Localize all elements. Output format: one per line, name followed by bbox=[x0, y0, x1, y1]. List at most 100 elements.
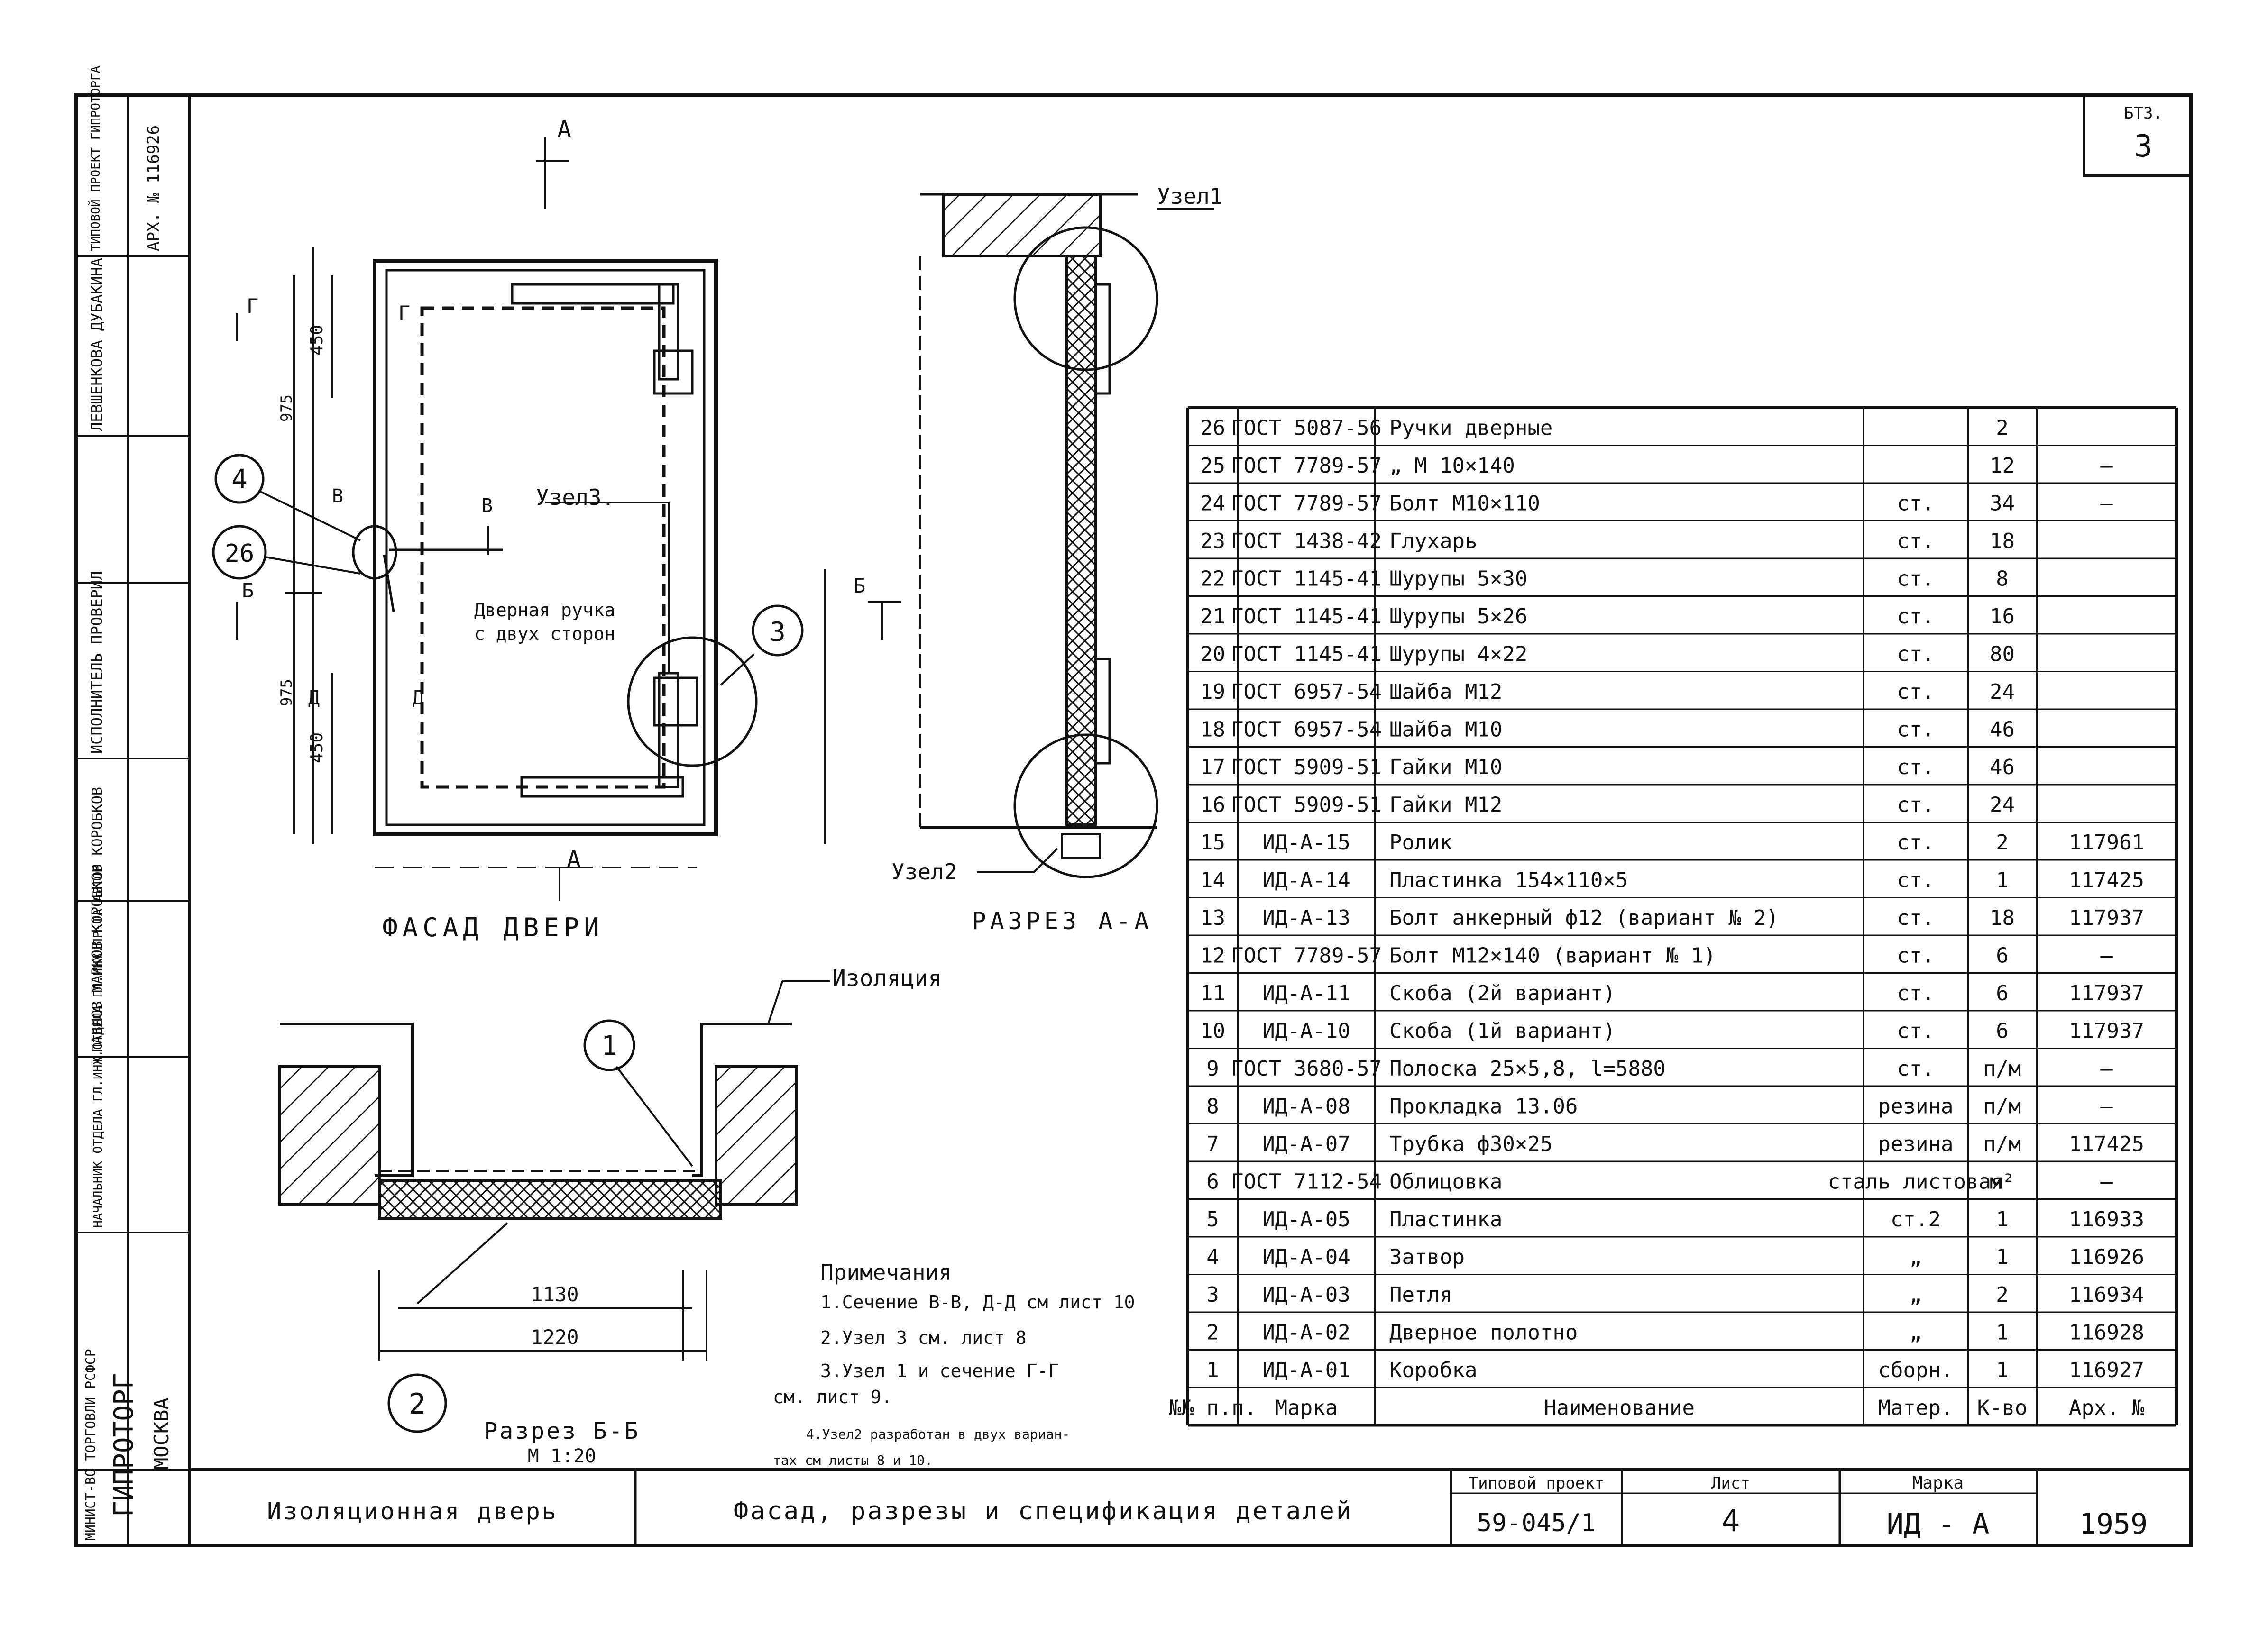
table-cell-mark: ИД-А-14 bbox=[1262, 868, 1350, 893]
table-cell-pos: 17 bbox=[1200, 755, 1225, 779]
table-cell-material: ст. bbox=[1897, 567, 1934, 591]
org-line: МИНИСТ-ВО ТОРГОВЛИ РСФСР bbox=[83, 1349, 98, 1541]
table-cell-qty: 2 bbox=[1996, 416, 2009, 440]
left-strip: ТИПОВОЙ ПРОЕКТ ГИПРОТОРГА АРХ. № 116926 … bbox=[76, 65, 190, 1545]
table-cell-qty: 1 bbox=[1996, 1358, 2009, 1382]
table-cell-arch: 116928 bbox=[2069, 1321, 2144, 1345]
table-cell-arch: 116933 bbox=[2069, 1207, 2144, 1232]
left-strip-cell-4: ПАВЛОВ МАРКОВ КОРОБКОВ КОРОБКОВ bbox=[89, 787, 106, 1052]
table-cell-name: Шурупы 4×22 bbox=[1389, 642, 1527, 667]
table-cell-qty: 2 bbox=[1996, 1283, 2009, 1307]
table-cell-pos: 9 bbox=[1206, 1057, 1219, 1081]
table-cell-name: Шайба М10 bbox=[1389, 718, 1502, 742]
callout-26-circle bbox=[212, 525, 267, 580]
section-v-mid: В bbox=[481, 495, 493, 517]
table-cell-mark: ГОСТ 3680-57 bbox=[1231, 1057, 1382, 1081]
table-cell-qty: 6 bbox=[1996, 1019, 2009, 1043]
table-cell-name: Облицовка bbox=[1389, 1170, 1502, 1194]
table-cell-qty: 16 bbox=[1990, 604, 2015, 629]
table-cell-mark: ГОСТ 1145-41 bbox=[1231, 642, 1382, 667]
table-header-pos: №№ п.п. bbox=[1169, 1396, 1257, 1420]
section-aa-view bbox=[919, 193, 1214, 878]
table-cell-material: ст. bbox=[1897, 981, 1934, 1005]
table-cell-pos: 19 bbox=[1200, 680, 1225, 704]
tb-project-label: Типовой проект bbox=[1469, 1474, 1605, 1493]
table-cell-arch: 116927 bbox=[2069, 1358, 2144, 1382]
facade-labels: 4 26 3 Узел3. Дверная ручка с двух сторо… bbox=[212, 116, 865, 942]
tb-project-no: 59-045/1 bbox=[1477, 1509, 1596, 1537]
table-cell-arch: 117425 bbox=[2069, 868, 2144, 893]
uzel2-label: Узел2 bbox=[891, 859, 957, 885]
table-cell-qty: п/м bbox=[1983, 1095, 2021, 1119]
table-cell-arch: 117961 bbox=[2069, 831, 2144, 855]
dim-975-top: 975 bbox=[277, 394, 295, 422]
tb-year: 1959 bbox=[2079, 1507, 2148, 1541]
table-cell-qty: 1 bbox=[1996, 1321, 2009, 1345]
callout-1: 1 bbox=[601, 1031, 617, 1061]
tb-mark-value: ИД - А bbox=[1887, 1507, 1990, 1541]
note-line-3: 3.Узел 1 и сечение Г-Г bbox=[820, 1361, 1059, 1381]
table-cell-material: ст. bbox=[1897, 906, 1934, 930]
org-name: ГИПРОТОРГ bbox=[109, 1373, 139, 1517]
table-cell-arch: 116926 bbox=[2069, 1245, 2144, 1270]
table-cell-mark: ГОСТ 7789-57 bbox=[1231, 454, 1382, 478]
table-cell-material: сборн. bbox=[1878, 1358, 1954, 1382]
section-bb-scale: М 1:20 bbox=[528, 1445, 597, 1467]
table-cell-pos: 13 bbox=[1200, 906, 1225, 930]
table-cell-qty: 80 bbox=[1990, 642, 2015, 667]
table-cell-material: ст. bbox=[1897, 642, 1934, 667]
section-b-right: Б bbox=[854, 574, 865, 597]
table-cell-mark: ИД-А-11 bbox=[1262, 981, 1350, 1005]
dim-1220: 1220 bbox=[531, 1325, 578, 1349]
table-cell-material: ст. bbox=[1897, 492, 1934, 516]
table-cell-material: резина bbox=[1878, 1095, 1954, 1119]
corner-label: БТЗ. bbox=[2124, 104, 2163, 123]
uzel1-label: Узел1 bbox=[1157, 183, 1222, 209]
callout-3-circle bbox=[752, 604, 804, 657]
table-cell-pos: 2 bbox=[1206, 1321, 1219, 1345]
section-bb-labels: Изоляция 1 2 1130 1220 Разрез Б-Б М 1:20 bbox=[387, 965, 942, 1467]
table-cell-name: Гайки М10 bbox=[1389, 755, 1502, 779]
table-cell-pos: 24 bbox=[1200, 492, 1225, 516]
table-cell-material: ст. bbox=[1897, 755, 1934, 779]
org-city: МОСКВА bbox=[150, 1398, 173, 1470]
left-strip-cell-5: НАЧАЛЬНИК ОТДЕЛА ГЛ.ИНЖ.ОТДЕЛА ГЛ.ИНЖ.ПР… bbox=[91, 864, 105, 1228]
left-strip-cell-2: ЛЕВШЕНКОВА ДУБАКИНА bbox=[88, 258, 106, 431]
table-cell-arch: 117937 bbox=[2069, 906, 2144, 930]
table-cell-material: ст. bbox=[1897, 529, 1934, 553]
tb-sheet-no: 4 bbox=[1722, 1504, 1740, 1539]
table-cell-material: сталь листовая bbox=[1828, 1170, 2004, 1194]
section-bb-view bbox=[278, 980, 830, 1361]
table-cell-material: ст. bbox=[1897, 944, 1934, 968]
table-cell-arch: 117425 bbox=[2069, 1132, 2144, 1156]
table-cell-pos: 3 bbox=[1206, 1283, 1219, 1307]
table-cell-name: Шурупы 5×30 bbox=[1389, 567, 1527, 591]
table-cell-material: ст. bbox=[1897, 718, 1934, 742]
section-a-top: А bbox=[557, 116, 571, 143]
table-cell-mark: ГОСТ 7789-57 bbox=[1231, 492, 1382, 516]
notes-block: Примечания 1.Сечение В-В, Д-Д см лист 10… bbox=[773, 1260, 1135, 1468]
table-header-arch: Арх. № bbox=[2069, 1396, 2144, 1420]
table-cell-material: резина bbox=[1878, 1132, 1954, 1156]
table-cell-pos: 10 bbox=[1200, 1019, 1225, 1043]
tb-mark-label: Марка bbox=[1912, 1473, 1964, 1493]
table-cell-name: Затвор bbox=[1389, 1245, 1465, 1270]
table-cell-mark: ГОСТ 1438-42 bbox=[1231, 529, 1382, 553]
table-cell-material: ст. bbox=[1897, 831, 1934, 855]
table-cell-qty: м² bbox=[1990, 1170, 2015, 1194]
table-header-mark: Марка bbox=[1275, 1396, 1338, 1420]
table-cell-qty: 6 bbox=[1996, 981, 2009, 1005]
table-cell-qty: 12 bbox=[1990, 454, 2015, 478]
note-line-4: см. лист 9. bbox=[773, 1387, 892, 1407]
table-cell-pos: 12 bbox=[1200, 944, 1225, 968]
table-cell-name: Ролик bbox=[1389, 831, 1452, 855]
section-d-left: Д bbox=[308, 687, 320, 709]
uzel3-label: Узел3. bbox=[536, 484, 615, 510]
table-header-qty: К-во bbox=[1977, 1396, 2028, 1420]
note-line-6: тах см листы 8 и 10. bbox=[773, 1452, 933, 1468]
table-cell-material: „ bbox=[1910, 1245, 1922, 1270]
table-cell-material: ст.2 bbox=[1891, 1207, 1941, 1232]
table-cell-name: „ М 10×140 bbox=[1389, 454, 1515, 478]
table-cell-arch: — bbox=[2100, 1057, 2113, 1081]
